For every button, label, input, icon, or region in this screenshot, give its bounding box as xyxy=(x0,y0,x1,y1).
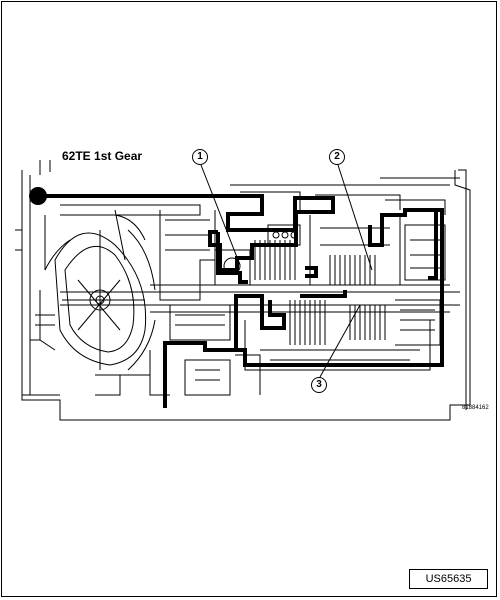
callout-leader-lines xyxy=(200,164,373,378)
art-code-label: 81884162 xyxy=(462,405,489,411)
clutch-pack-lower xyxy=(244,299,441,371)
clutch-pack-upper xyxy=(254,215,401,286)
callout-1: 1 xyxy=(192,149,208,165)
torque-converter xyxy=(30,209,156,371)
callout-3: 3 xyxy=(311,377,327,393)
planetary-gearsets xyxy=(214,184,450,286)
fluid-flow-path xyxy=(38,194,444,408)
diagram-title: 62TE 1st Gear xyxy=(62,149,143,163)
figure-id-box: US65635 xyxy=(409,569,488,589)
transmission-housing xyxy=(15,160,471,421)
callout-2: 2 xyxy=(329,149,345,165)
flow-origin-marker xyxy=(29,187,47,205)
